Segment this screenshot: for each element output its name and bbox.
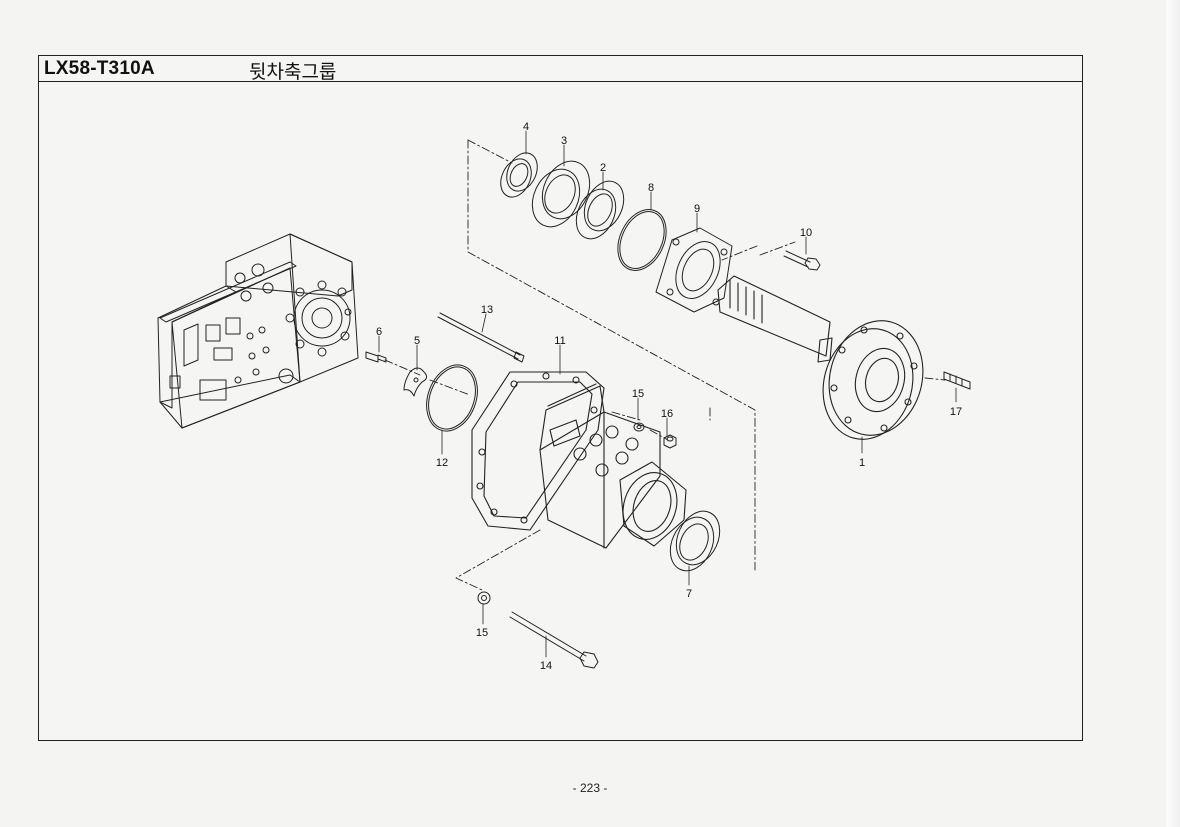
callout-17: 17 — [950, 406, 962, 418]
callout-3: 3 — [561, 135, 567, 147]
bolt-part-14 — [509, 611, 599, 669]
leader-lines — [378, 130, 957, 658]
seal-part-7 — [669, 510, 721, 572]
transmission-case — [157, 233, 359, 429]
header-bar: LX58-T310A 뒷차축그룹 — [39, 56, 1082, 83]
washer-part-15-upper — [633, 422, 645, 432]
group-title: 뒷차축그룹 — [249, 61, 337, 83]
callout-7: 7 — [686, 588, 692, 600]
callout-14: 14 — [540, 660, 552, 672]
o-ring-part-8 — [617, 209, 667, 271]
model-code: LX58-T310A — [44, 58, 155, 79]
axle-housing-part-11 — [471, 371, 687, 549]
callout-4: 4 — [523, 121, 529, 133]
bearing-part-2 — [575, 180, 625, 240]
stud-part-17 — [943, 371, 971, 390]
deflector-part-5 — [403, 367, 428, 397]
callout-15-lower: 15 — [476, 627, 488, 639]
lock-nut-part-4 — [500, 152, 538, 198]
callout-16: 16 — [661, 408, 673, 420]
callout-12: 12 — [436, 457, 448, 469]
callout-8: 8 — [648, 182, 654, 194]
axle-shaft-part-1 — [717, 275, 924, 440]
assembly-guide-lines — [384, 139, 946, 591]
callout-11: 11 — [554, 335, 565, 347]
nut-part-16 — [663, 434, 677, 449]
scan-edge — [1166, 0, 1180, 827]
washer-part-15-lower — [477, 591, 491, 605]
bearing-part-3 — [531, 160, 591, 228]
long-bolt-part-13 — [437, 312, 525, 363]
bearing-retainer-part-9 — [655, 227, 733, 313]
page-number: - 223 - — [572, 781, 608, 795]
diagram-frame: LX58-T310A 뒷차축그룹 — [38, 55, 1083, 741]
callout-1: 1 — [859, 457, 865, 469]
callout-6: 6 — [376, 326, 382, 338]
callout-5: 5 — [414, 335, 420, 347]
callout-13: 13 — [481, 304, 493, 316]
o-ring-part-12 — [426, 364, 478, 432]
callout-labels: 4 3 2 8 9 10 13 11 6 5 15 16 17 1 12 7 1… — [376, 121, 962, 672]
stud-part-6 — [365, 351, 387, 363]
callout-2: 2 — [600, 162, 606, 174]
bolt-part-10 — [783, 250, 821, 271]
callout-9: 9 — [694, 203, 700, 215]
callout-10: 10 — [800, 227, 812, 239]
callout-15-upper: 15 — [632, 388, 644, 400]
